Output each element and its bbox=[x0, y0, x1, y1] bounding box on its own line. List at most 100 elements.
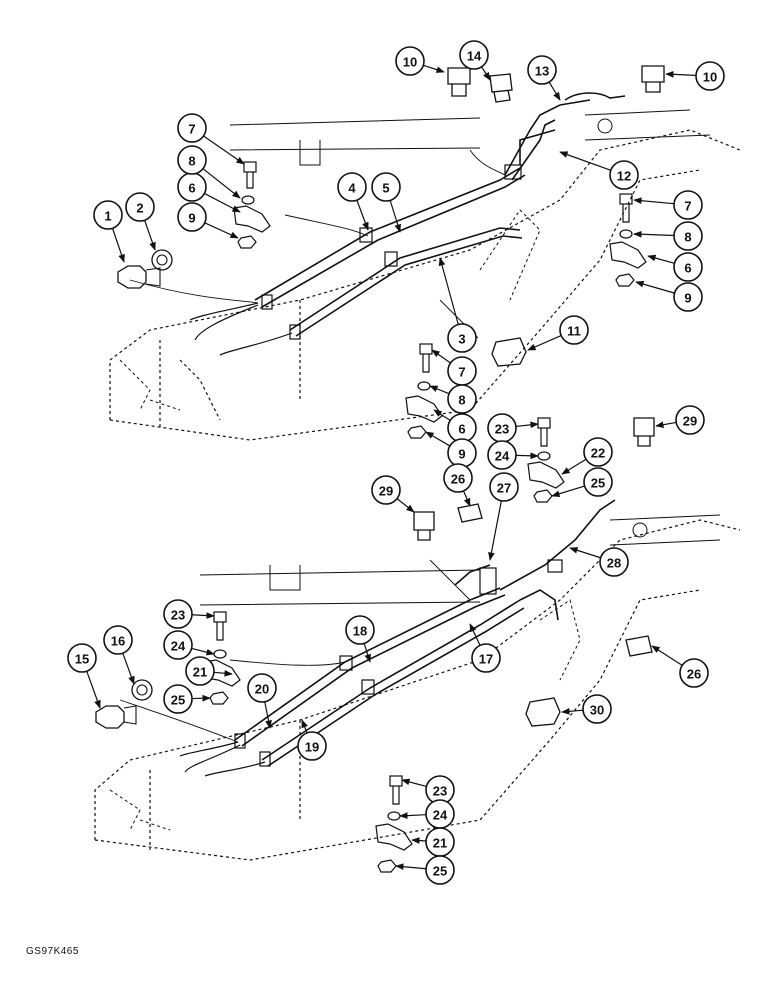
callout-circle bbox=[583, 437, 613, 467]
callout-leader bbox=[111, 228, 125, 263]
callout-label: 3 bbox=[458, 332, 465, 347]
callout-circle bbox=[609, 160, 639, 190]
callout-leader bbox=[655, 421, 677, 428]
callout-leader bbox=[301, 719, 308, 734]
callout-circle bbox=[297, 731, 327, 761]
callout-circle bbox=[673, 221, 703, 251]
callout-label: 20 bbox=[255, 682, 269, 697]
callout-circle bbox=[345, 615, 375, 645]
callout-label: 21 bbox=[433, 836, 447, 851]
callout-label: 5 bbox=[382, 181, 389, 196]
callout-label: 1 bbox=[104, 209, 111, 224]
callout-label: 11 bbox=[567, 324, 581, 339]
callout-leader bbox=[469, 623, 481, 646]
callout-leader bbox=[548, 81, 561, 101]
callout-circle bbox=[163, 630, 193, 660]
lower-fittings bbox=[95, 417, 655, 873]
callout-label: 4 bbox=[348, 181, 356, 196]
callout-leader bbox=[633, 197, 675, 205]
callout-circle bbox=[471, 643, 501, 673]
callout-label: 29 bbox=[379, 484, 393, 499]
callout-leader bbox=[191, 647, 215, 656]
callout-label: 9 bbox=[188, 211, 195, 226]
callout-circle bbox=[487, 440, 517, 470]
callout-leader bbox=[488, 500, 502, 561]
callout-circle bbox=[447, 323, 477, 353]
callout-leader bbox=[144, 220, 156, 251]
callout-circle bbox=[489, 472, 519, 502]
callout-label: 26 bbox=[687, 667, 701, 682]
callout-label: 24 bbox=[495, 449, 510, 464]
callout-circle bbox=[67, 643, 97, 673]
callout-leader bbox=[651, 645, 683, 666]
callout-circle bbox=[371, 172, 401, 202]
lower-boom-assembly bbox=[94, 499, 741, 861]
callout-circle bbox=[675, 405, 705, 435]
callout-label: 7 bbox=[188, 122, 195, 137]
callout-circle bbox=[459, 40, 489, 70]
callout-circle bbox=[447, 384, 477, 414]
callout-leader bbox=[213, 669, 233, 677]
callout-leader bbox=[429, 385, 450, 395]
callout-label: 27 bbox=[497, 481, 511, 496]
callout-leader bbox=[665, 70, 697, 78]
callout-label: 7 bbox=[458, 365, 465, 380]
callout-label: 25 bbox=[171, 693, 185, 708]
callout-circle bbox=[163, 684, 193, 714]
callout-leader bbox=[481, 66, 491, 81]
callout-label: 30 bbox=[590, 703, 604, 718]
callout-label: 25 bbox=[591, 476, 605, 491]
callout-circle bbox=[679, 658, 709, 688]
callout-leader bbox=[462, 490, 471, 507]
callout-leader bbox=[423, 64, 445, 73]
upper-fittings bbox=[117, 65, 665, 439]
callout-leader bbox=[191, 694, 211, 702]
callout-circle bbox=[93, 200, 123, 230]
callout-label: 6 bbox=[458, 422, 465, 437]
callout-circle bbox=[177, 145, 207, 175]
callout-leader bbox=[191, 612, 215, 619]
callout-leader bbox=[399, 812, 427, 819]
callout-leader bbox=[561, 708, 584, 715]
callout-circle bbox=[599, 547, 629, 577]
callout-circle bbox=[673, 252, 703, 282]
callout-leader bbox=[561, 458, 587, 475]
callout-label: 16 bbox=[111, 634, 125, 649]
callout-label: 23 bbox=[433, 784, 447, 799]
callout-leader bbox=[527, 335, 562, 351]
callout-circle bbox=[695, 61, 725, 91]
callout-label: 8 bbox=[188, 154, 195, 169]
callout-circle bbox=[673, 282, 703, 312]
callout-leader bbox=[396, 498, 415, 513]
callout-label: 7 bbox=[684, 199, 691, 214]
callout-leader bbox=[515, 421, 539, 429]
callout-leader bbox=[389, 200, 401, 233]
callout-label: 23 bbox=[171, 608, 185, 623]
callout-label: 10 bbox=[703, 70, 717, 85]
callout-label: 21 bbox=[193, 665, 207, 680]
callout-circle bbox=[185, 656, 215, 686]
callout-circle bbox=[582, 694, 612, 724]
callout-label: 12 bbox=[617, 169, 631, 184]
callout-leader bbox=[363, 643, 371, 663]
callout-circle bbox=[337, 172, 367, 202]
callout-circle bbox=[583, 467, 613, 497]
callout-leader bbox=[86, 670, 101, 709]
callout-label: 23 bbox=[495, 422, 509, 437]
callout-leader bbox=[204, 192, 241, 213]
callout-leader bbox=[425, 431, 451, 447]
callout-circle bbox=[443, 463, 473, 493]
callout-leader bbox=[202, 168, 241, 199]
callout-circle bbox=[371, 475, 401, 505]
callout-label: 19 bbox=[305, 740, 319, 755]
callout-label: 8 bbox=[684, 230, 691, 245]
callout-label: 28 bbox=[607, 556, 621, 571]
callout-label: 14 bbox=[467, 49, 482, 64]
callout-label: 9 bbox=[458, 447, 465, 462]
reference-code: GS97K465 bbox=[26, 946, 79, 957]
callout-leader bbox=[647, 254, 675, 264]
callout-leader bbox=[401, 778, 427, 788]
callout-label: 24 bbox=[433, 808, 448, 823]
